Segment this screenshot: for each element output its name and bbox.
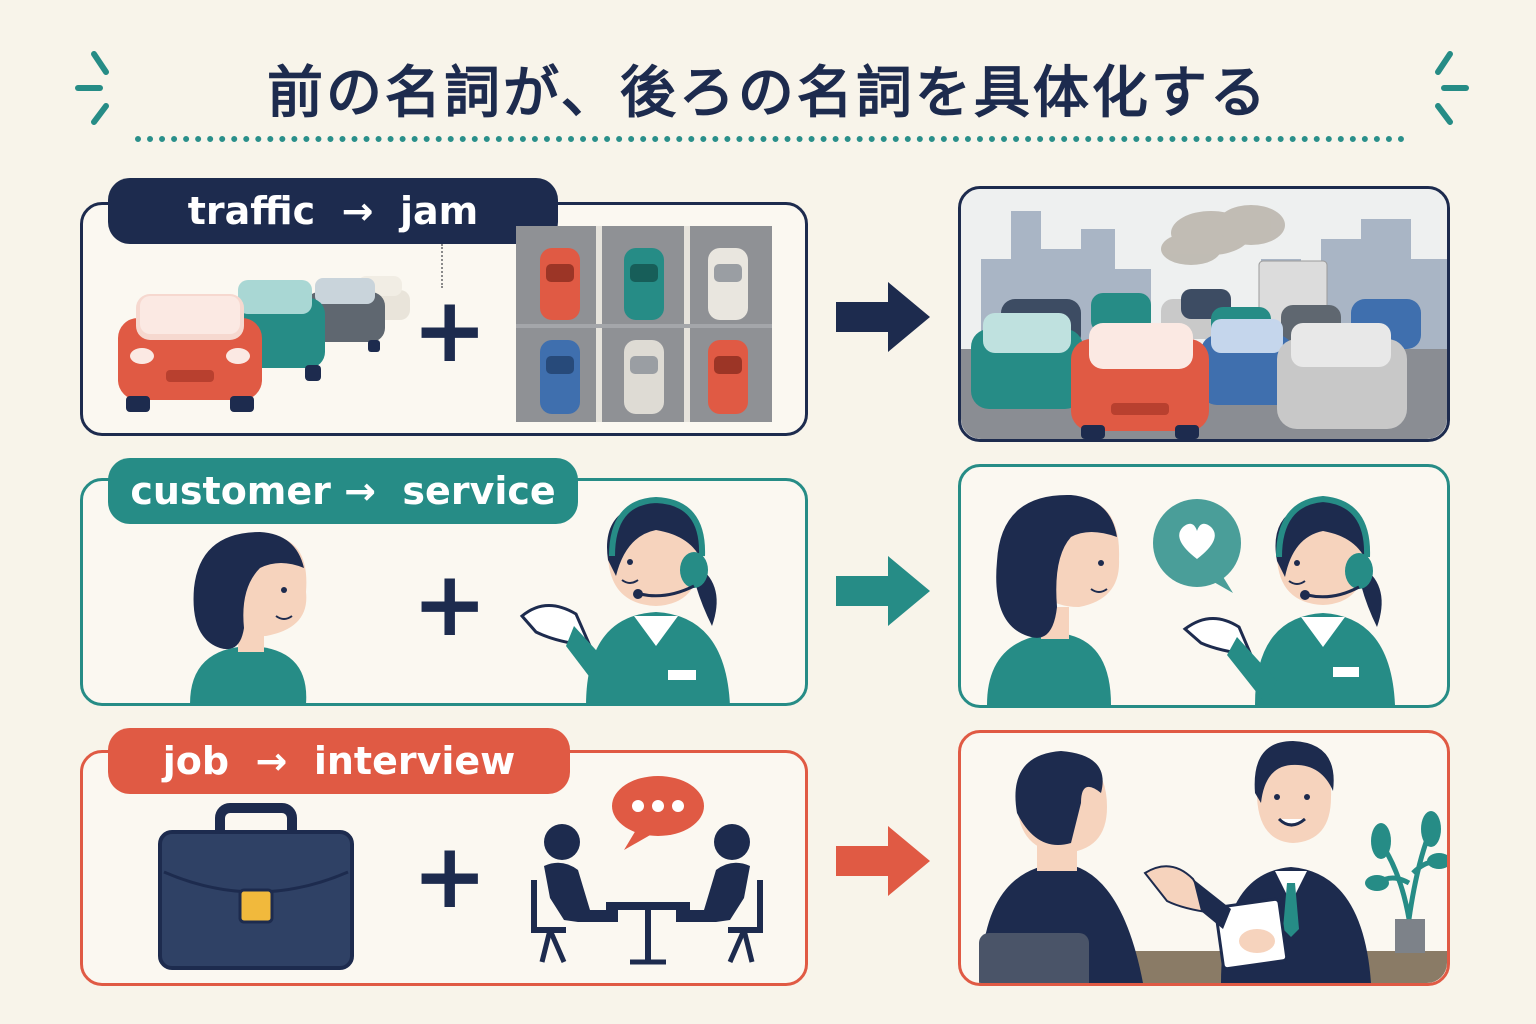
row3-label-pill: job → interview bbox=[108, 728, 570, 794]
customer-service-conversation-scene bbox=[987, 494, 1395, 705]
sparkle-right-icon bbox=[1435, 51, 1469, 125]
row1-plus: + bbox=[412, 278, 488, 383]
row2-plus: + bbox=[412, 552, 488, 657]
row1-label-pill: traffic → jam bbox=[108, 178, 558, 244]
job-interview-scene bbox=[979, 741, 1447, 983]
cars-in-line-illustration bbox=[118, 276, 410, 412]
row2-label-pill: customer → service bbox=[108, 458, 578, 524]
customer-woman-illustration bbox=[190, 532, 307, 704]
call-center-agent-illustration bbox=[519, 496, 730, 706]
row1-arrow-icon bbox=[836, 282, 930, 352]
traffic-jam-scene bbox=[961, 189, 1447, 439]
row2-arrow-icon bbox=[836, 556, 930, 626]
page-title: 前の名詞が、後ろの名詞を具体化する bbox=[267, 61, 1269, 126]
title-divider bbox=[135, 136, 1405, 142]
row3-arrow-icon bbox=[836, 826, 930, 896]
row3-plus: + bbox=[412, 824, 488, 929]
briefcase-icon bbox=[158, 803, 354, 970]
row1-connector bbox=[441, 244, 445, 288]
sparkle-left-icon bbox=[75, 51, 109, 125]
parked-cars-grid-illustration bbox=[516, 226, 772, 422]
two-people-talking-icon bbox=[531, 776, 763, 965]
